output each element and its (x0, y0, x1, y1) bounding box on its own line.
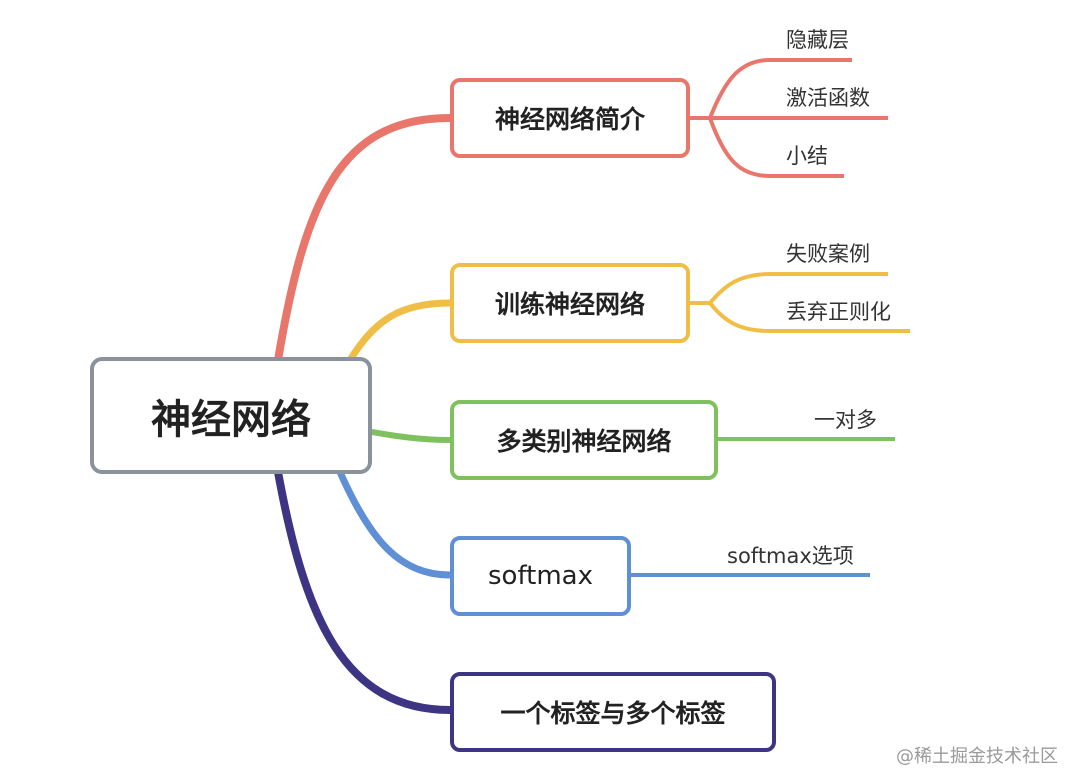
branch-node-multiclass[interactable]: 多类别神经网络 (450, 400, 718, 480)
branch-node-label: 训练神经网络 (494, 290, 645, 319)
connector-branch-1-leaf-1 (708, 301, 910, 333)
connector-root-branch-4 (274, 468, 454, 714)
connector-root-branch-1 (346, 299, 454, 364)
connector-root-branch-3 (336, 468, 454, 579)
connector-branch-0-leaf-0 (690, 58, 852, 120)
connector-branch-1-leaf-0 (690, 272, 888, 305)
branch-node-label: 神经网络简介 (494, 105, 645, 134)
branch-node-labels[interactable]: 一个标签与多个标签 (450, 672, 776, 752)
branch-node-intro[interactable]: 神经网络简介 (450, 78, 690, 158)
watermark: @稀土掘金技术社区 (896, 746, 1058, 767)
connector-root-branch-2 (369, 429, 453, 443)
root-node-label: 神经网络 (151, 396, 311, 443)
branch-node-label: 多类别神经网络 (496, 427, 672, 456)
branch-node-softmax[interactable]: softmax (450, 536, 631, 616)
leaf-hidden-layer[interactable]: 隐藏层 (786, 28, 849, 52)
leaf-activation-function[interactable]: 激活函数 (786, 86, 870, 110)
root-node[interactable]: 神经网络 (90, 357, 372, 474)
connector-branch-0-leaf-2 (708, 117, 844, 178)
branch-node-label: 一个标签与多个标签 (500, 699, 726, 728)
leaf-dropout-regularization[interactable]: 丢弃正则化 (786, 300, 891, 324)
branch-node-training[interactable]: 训练神经网络 (450, 263, 690, 343)
leaf-one-vs-all[interactable]: 一对多 (814, 408, 877, 432)
leaf-softmax-options[interactable]: softmax选项 (727, 544, 854, 568)
branch-node-label: softmax (488, 561, 593, 591)
connector-root-branch-0 (274, 114, 454, 364)
leaf-failure-cases[interactable]: 失败案例 (786, 242, 870, 266)
leaf-summary[interactable]: 小结 (786, 144, 828, 168)
